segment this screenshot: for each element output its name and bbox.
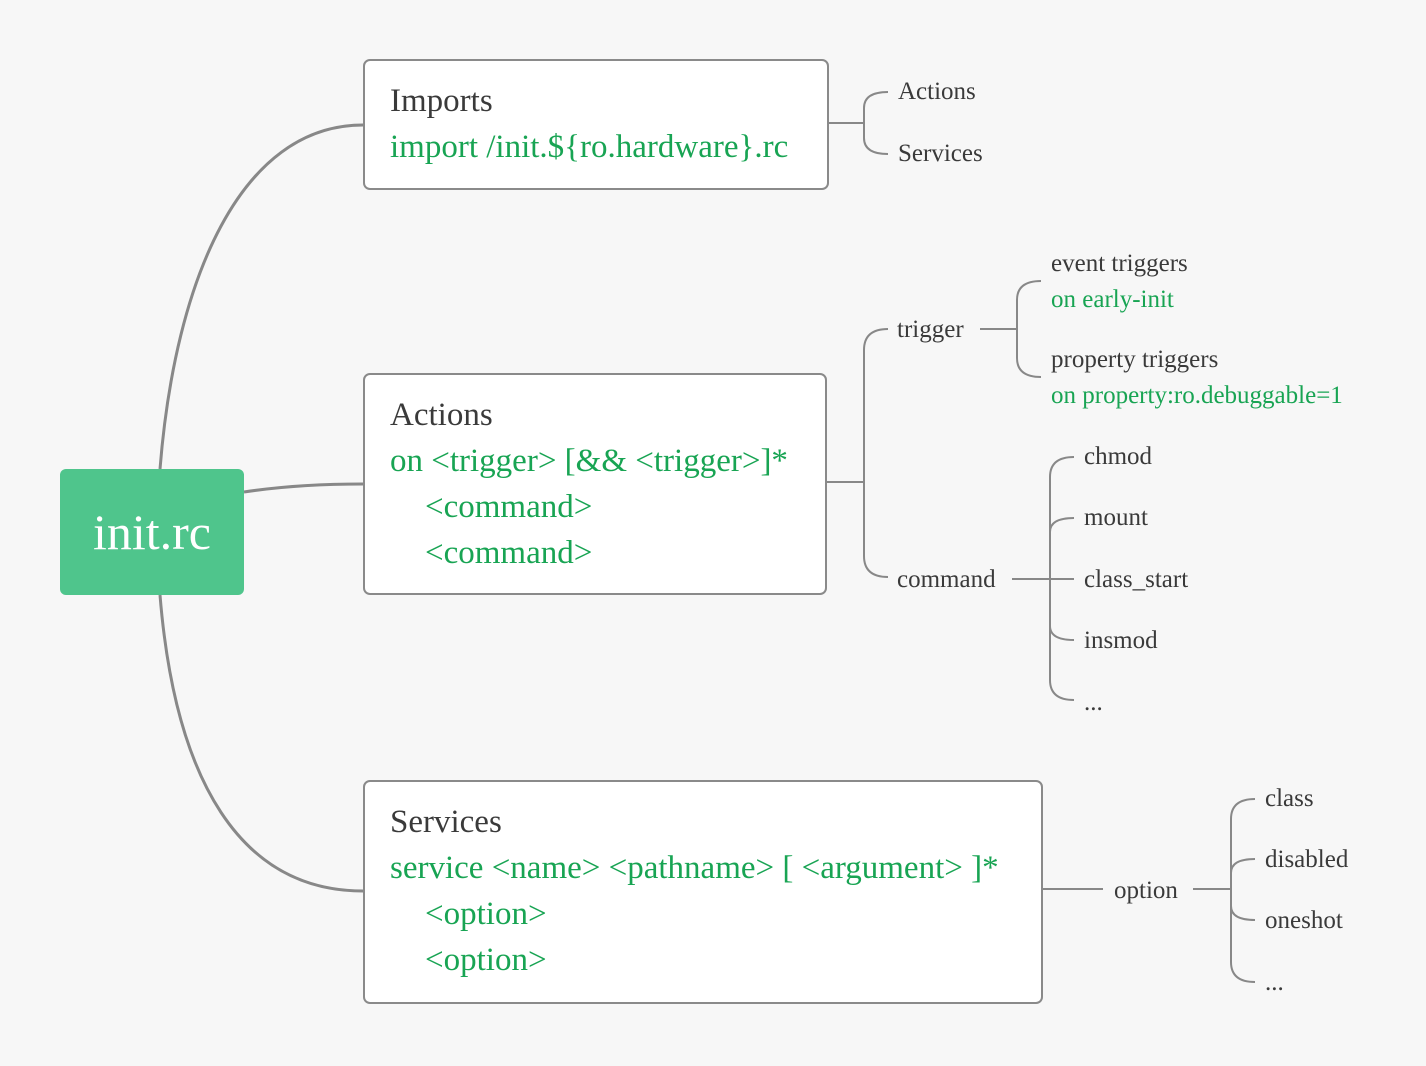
actions-command-line-2: <command> bbox=[425, 535, 593, 571]
option-node[interactable]: option bbox=[1114, 877, 1178, 904]
services-option-line-1: <option> bbox=[425, 896, 547, 932]
imports-child-services[interactable]: Services bbox=[898, 140, 983, 167]
option-item-more[interactable]: ... bbox=[1265, 969, 1284, 996]
command-item-more[interactable]: ... bbox=[1084, 689, 1103, 716]
option-item-disabled[interactable]: disabled bbox=[1265, 846, 1349, 873]
root-node-init-rc[interactable]: init.rc bbox=[60, 469, 244, 595]
root-to-services-connector bbox=[158, 594, 364, 893]
actions-bracket bbox=[827, 328, 889, 578]
command-bracket bbox=[1012, 456, 1075, 701]
imports-bracket bbox=[829, 91, 889, 155]
command-item-insmod[interactable]: insmod bbox=[1084, 627, 1158, 654]
services-option-line-2: <option> bbox=[425, 942, 547, 978]
actions-card[interactable]: Actions on <trigger> [&& <trigger>]* <co… bbox=[363, 373, 827, 595]
actions-command-line-1: <command> bbox=[425, 489, 593, 525]
property-trigger-example: on property:ro.debuggable=1 bbox=[1051, 382, 1343, 409]
command-node[interactable]: command bbox=[897, 566, 996, 593]
imports-syntax: import /init.${ro.hardware}.rc bbox=[390, 129, 789, 165]
command-item-mount[interactable]: mount bbox=[1084, 504, 1148, 531]
services-syntax: service <name> <pathname> [ <argument> ]… bbox=[390, 850, 999, 886]
imports-title: Imports bbox=[390, 83, 493, 119]
actions-syntax: on <trigger> [&& <trigger>]* bbox=[390, 443, 788, 479]
trigger-bracket bbox=[980, 280, 1042, 378]
imports-child-actions[interactable]: Actions bbox=[898, 78, 976, 105]
command-item-class-start[interactable]: class_start bbox=[1084, 566, 1189, 593]
root-label: init.rc bbox=[92, 504, 212, 560]
services-card[interactable]: Services service <name> <pathname> [ <ar… bbox=[363, 780, 1043, 1004]
command-item-chmod[interactable]: chmod bbox=[1084, 443, 1153, 470]
root-to-actions-connector bbox=[243, 482, 364, 494]
root-to-imports-connector bbox=[158, 123, 364, 470]
event-trigger-example: on early-init bbox=[1051, 286, 1174, 313]
event-triggers-label[interactable]: event triggers bbox=[1051, 250, 1188, 277]
option-item-oneshot[interactable]: oneshot bbox=[1265, 907, 1343, 934]
services-title: Services bbox=[390, 804, 502, 840]
actions-title: Actions bbox=[390, 397, 493, 433]
option-bracket bbox=[1193, 798, 1256, 983]
property-triggers-label[interactable]: property triggers bbox=[1051, 346, 1219, 373]
option-item-class[interactable]: class bbox=[1265, 785, 1314, 812]
trigger-node[interactable]: trigger bbox=[897, 316, 964, 343]
imports-card[interactable]: Imports import /init.${ro.hardware}.rc bbox=[363, 59, 829, 190]
